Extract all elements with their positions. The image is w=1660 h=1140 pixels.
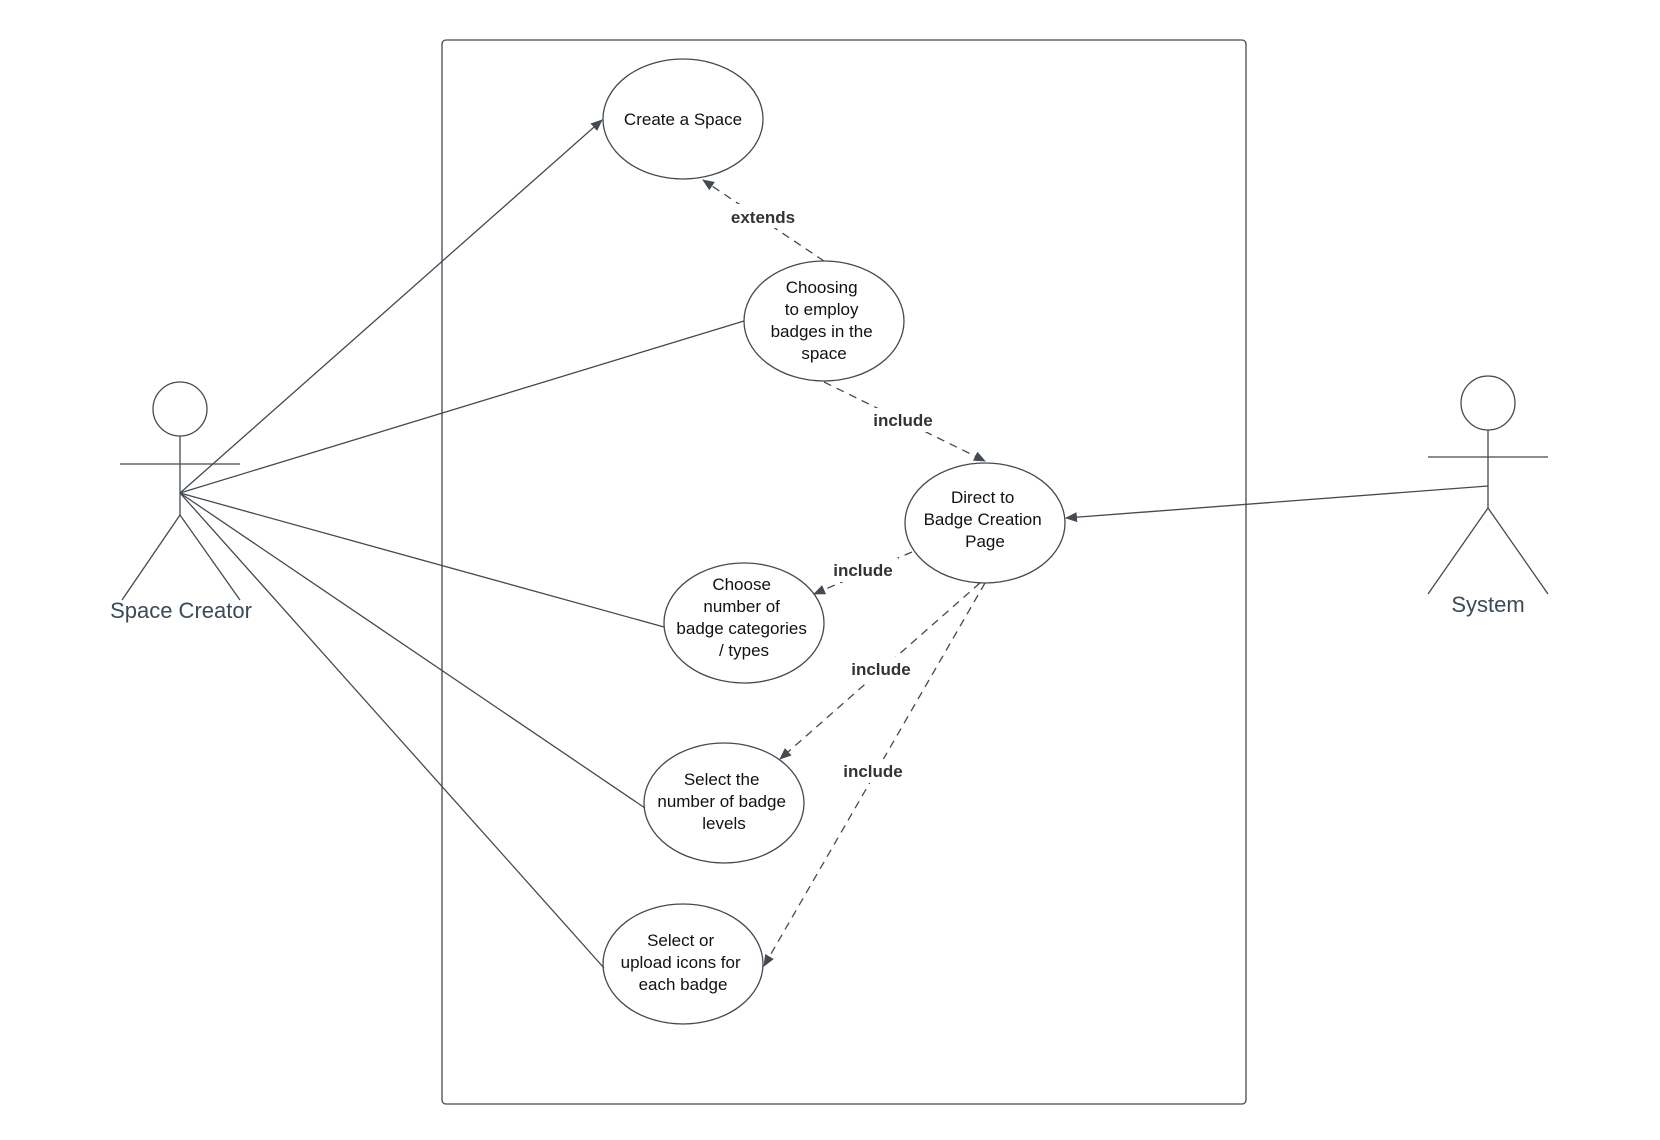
use-case-line: Create a Space: [624, 110, 742, 129]
include-label-levels: include: [851, 660, 911, 679]
svg-text:Direct to Badge Creation: Direct to Badge Creation Page: [924, 488, 1047, 551]
use-case-line: Page: [965, 532, 1005, 551]
svg-text:Choosing to employ: Choosing to employ badges in the space: [771, 278, 878, 363]
space-creator-actor: [120, 381, 241, 601]
use-case-create-space: Create a Space: [602, 58, 764, 180]
actor-right-leg: [1487, 507, 1549, 595]
system-label: System: [1451, 592, 1524, 617]
actor-left-leg: [1427, 507, 1489, 595]
use-case-line: space: [801, 344, 846, 363]
relation-labels: extends include include include include: [726, 204, 938, 783]
assoc-choosing-badges: [179, 320, 745, 494]
actor-left-leg: [121, 514, 181, 601]
svg-text:Select or upload icons f: Select or upload icons for each badge: [621, 931, 746, 994]
include-arrow-icons: [763, 582, 986, 967]
use-case-line: levels: [702, 814, 745, 833]
system-boundary: [441, 39, 1247, 1105]
use-case-choosing-badges: Choosing to employ badges in the space: [743, 260, 905, 382]
use-case-line: Badge Creation: [924, 510, 1042, 529]
use-case-line: Choosing: [786, 278, 858, 297]
use-case-select-icons: Select or upload icons for each badge: [602, 903, 764, 1025]
use-case-choose-categories: Choose number of badge categories / type…: [663, 562, 825, 684]
system-actor: [1427, 375, 1549, 595]
use-case-line: badge categories: [676, 619, 806, 638]
include-label-icons: include: [843, 762, 903, 781]
include-label-categories: include: [833, 561, 893, 580]
creator-associations: [179, 119, 745, 969]
assoc-select-icons: [179, 492, 605, 969]
assoc-system-direct: [1065, 485, 1489, 523]
svg-text:Select the number of bad: Select the number of badge levels: [657, 770, 790, 833]
assoc-select-levels: [179, 492, 646, 809]
use-case-line: Choose: [712, 575, 771, 594]
svg-text:Choose number of b: Choose number of badge categories / type…: [676, 575, 811, 660]
use-case-line: upload icons for: [621, 953, 741, 972]
use-case-line: badges in the: [771, 322, 873, 341]
assoc-create-space: [179, 119, 603, 494]
actor-head: [152, 381, 208, 437]
use-case-line: / types: [719, 641, 769, 660]
use-case-line: Direct to: [951, 488, 1014, 507]
include-label-direct: include: [873, 411, 933, 430]
actor-head: [1460, 375, 1516, 431]
use-case-line: number of badge: [657, 792, 786, 811]
use-case-line: Select or: [647, 931, 714, 950]
extends-label: extends: [731, 208, 795, 227]
assoc-choose-categories: [179, 492, 665, 628]
use-case-line: Select the: [684, 770, 760, 789]
use-case-line: to employ: [785, 300, 859, 319]
use-case-line: each badge: [639, 975, 728, 994]
use-case-line: number of: [703, 597, 780, 616]
use-case-select-levels: Select the number of badge levels: [643, 742, 805, 864]
use-case-direct-badge-page: Direct to Badge Creation Page: [904, 462, 1066, 584]
svg-text:Create a Space: Create a Space: [624, 110, 742, 129]
space-creator-label: Space Creator: [110, 598, 252, 623]
actor-right-leg: [179, 514, 241, 601]
